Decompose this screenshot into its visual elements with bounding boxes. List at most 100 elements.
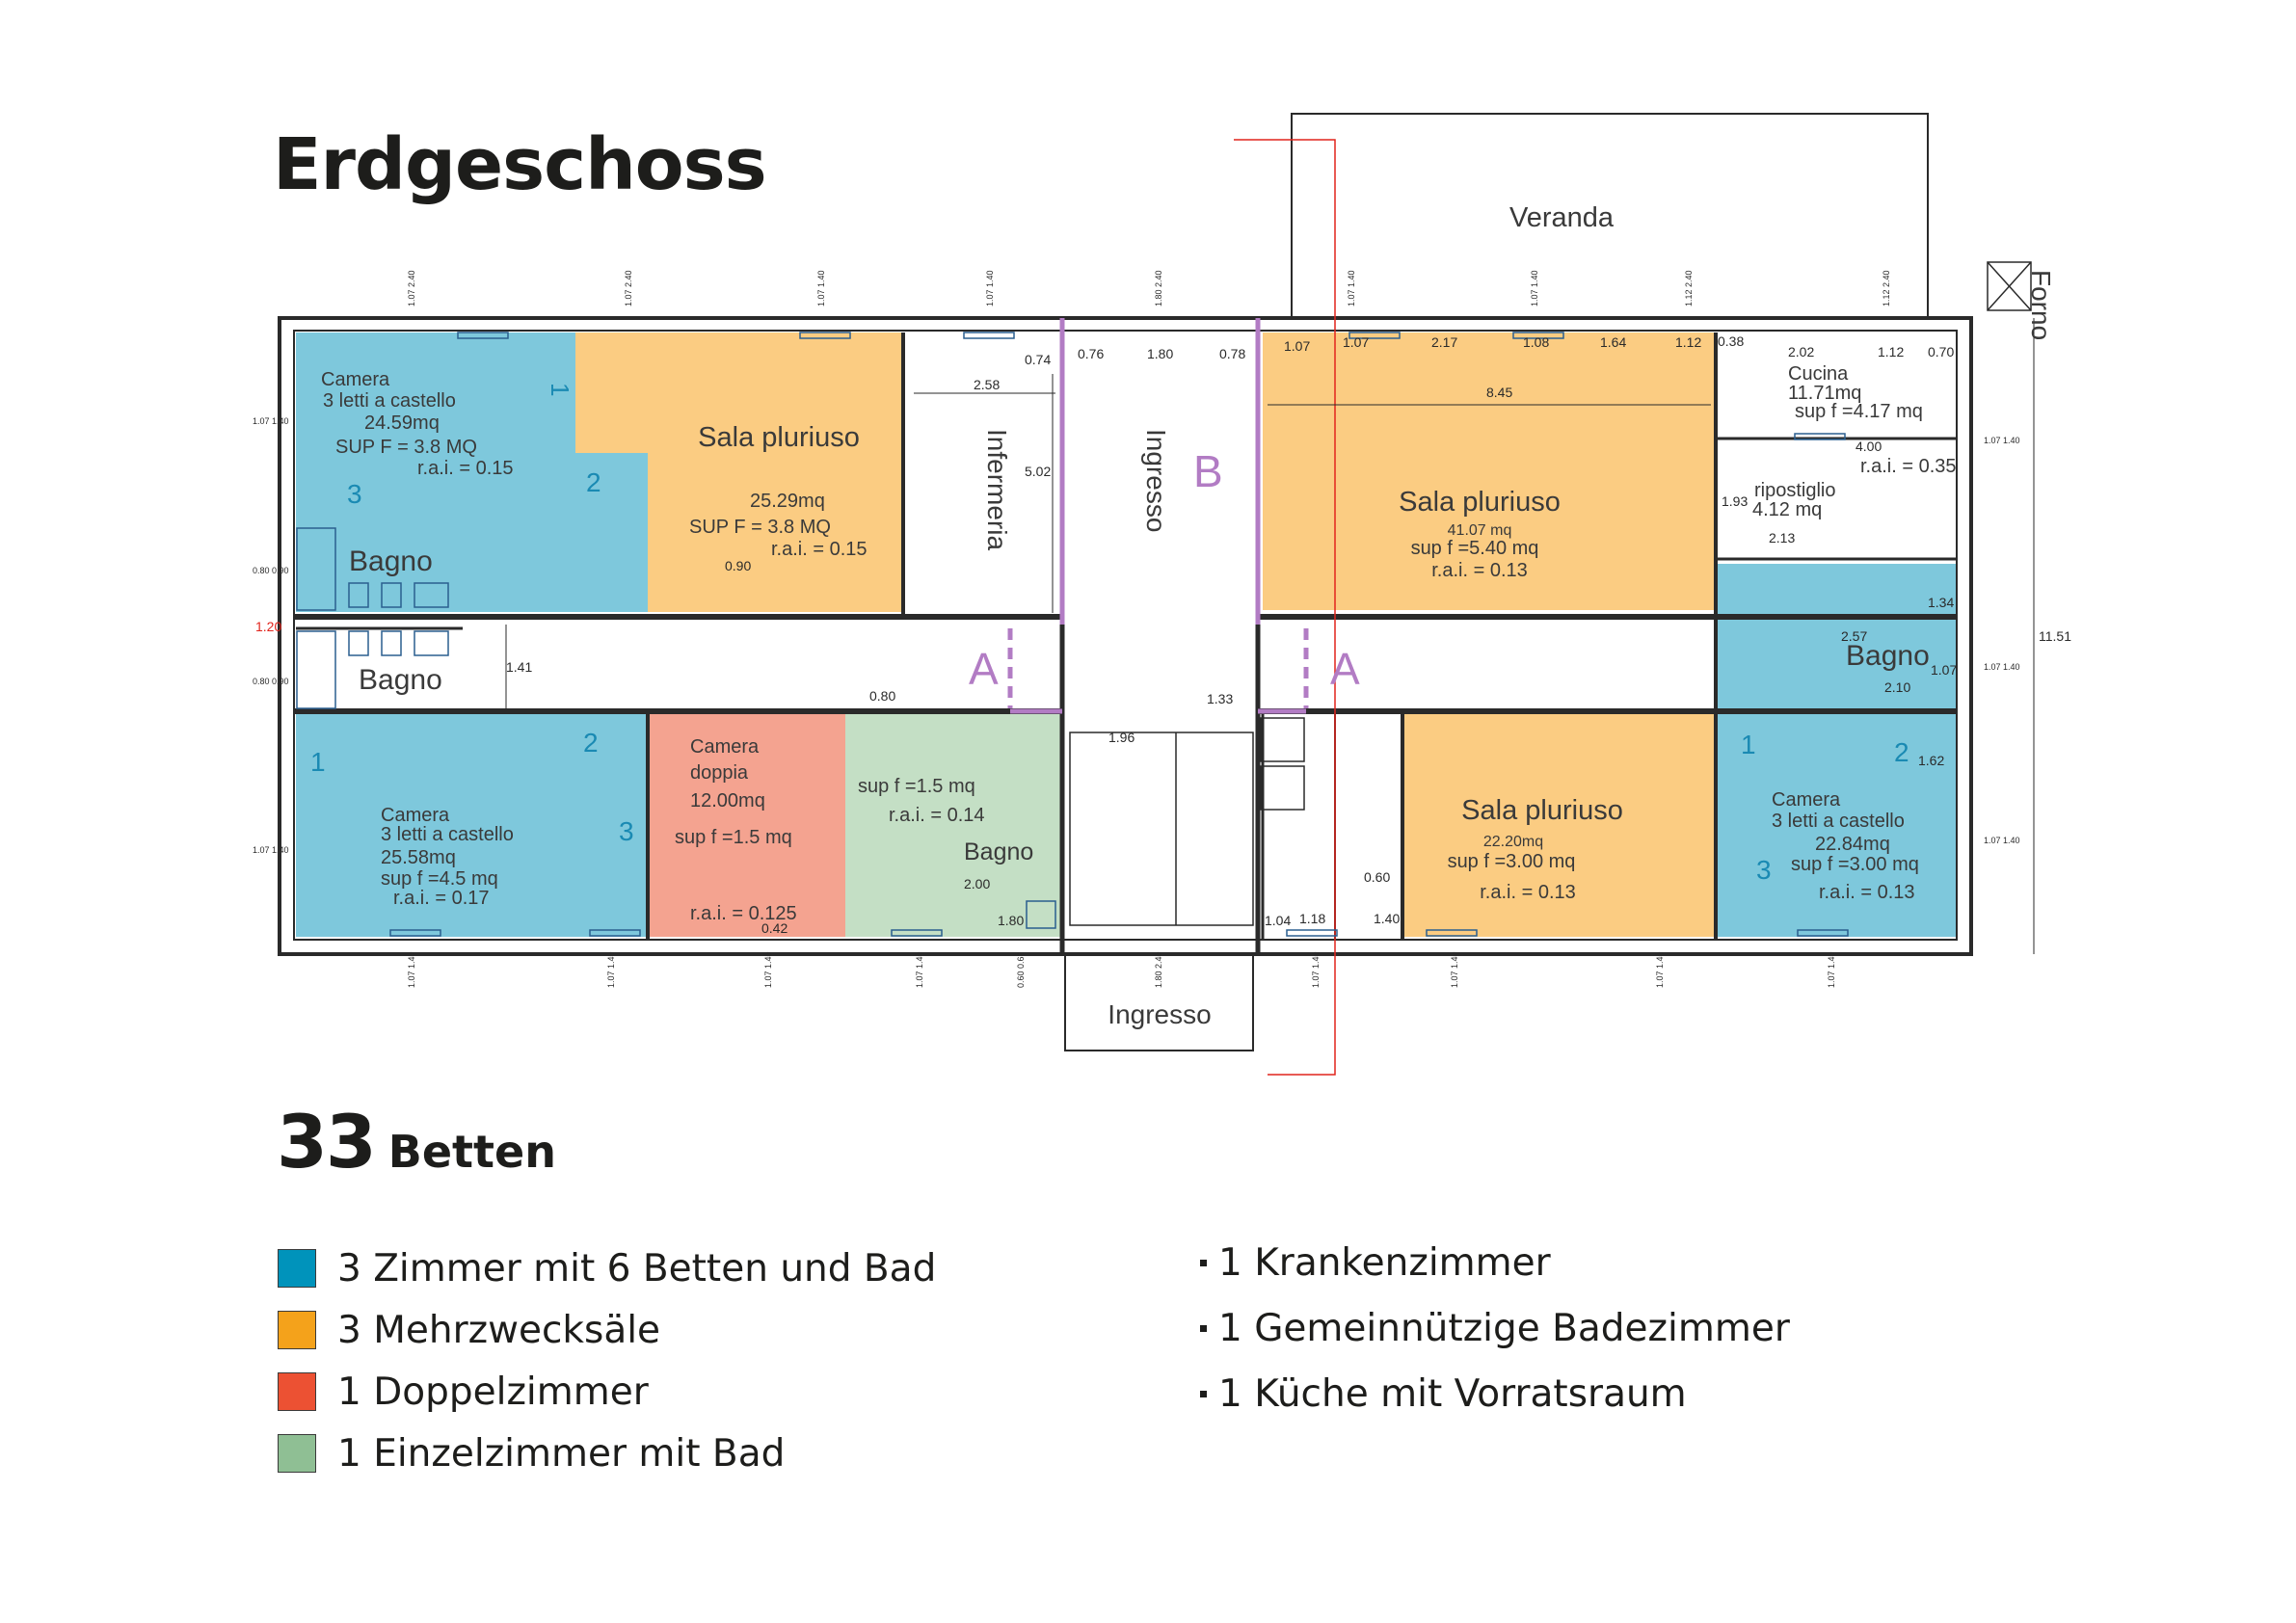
shower-1	[296, 527, 336, 611]
window-mark-12	[1797, 929, 1849, 937]
sala1-fill	[575, 333, 903, 453]
fact-item: 1 Küche mit Vorratsraum	[1200, 1361, 1790, 1426]
opening-label-top-7: 1.12 2.40	[1684, 270, 1694, 306]
dim-162-label: 1.62	[1918, 753, 1944, 768]
dim-180b-label: 1.80	[998, 913, 1024, 928]
doppia-name: Camera	[690, 736, 760, 758]
single-sup: sup f =1.5 mq	[858, 776, 975, 797]
room-r-n3: 3	[1756, 855, 1772, 885]
entrance-bottom-label: Ingresso	[1108, 999, 1211, 1029]
legend-item: 3 Mehrzwecksäle	[278, 1299, 936, 1361]
forno-x2	[1987, 261, 2032, 311]
opening-label-left-3: 1.07 1.40	[253, 845, 289, 855]
cucina-sup: sup f =4.17 mq	[1795, 401, 1923, 422]
opening-label-bottom-3: 1.07 1.40	[915, 951, 924, 988]
sala2-sup: sup f =5.40 mq	[1411, 538, 1539, 559]
forno-label: Forno	[2026, 270, 2056, 340]
section-a-right: A	[1330, 644, 1360, 694]
sala1-rai: r.a.i. = 0.15	[771, 539, 868, 560]
window-mark-10	[1286, 929, 1338, 937]
sala1-area: 25.29mq	[750, 491, 825, 512]
room-tl-beds: 3 letti a castello	[323, 390, 456, 412]
room-bl-beds: 3 letti a castello	[381, 824, 514, 845]
opening-label-bottom-5: 1.80 2.40	[1154, 951, 1163, 988]
opening-label-top-5: 1.07 1.40	[1347, 270, 1356, 306]
bullet-icon	[1200, 1390, 1207, 1397]
toilet-1	[348, 582, 369, 608]
fact-text: 1 Krankenzimmer	[1218, 1240, 1551, 1285]
dim-118-label: 1.18	[1299, 911, 1325, 926]
opening-label-top-0: 1.07 2.40	[407, 270, 416, 306]
page-title: Erdgeschoss	[273, 123, 767, 206]
toilet-2	[348, 630, 369, 656]
sala2-rai: r.a.i. = 0.13	[1431, 560, 1528, 581]
sala3-fill	[1402, 713, 1716, 937]
dimension-values: 2.58 5.02 0.74 0.76 1.80 0.78 1.07 1.07 …	[255, 333, 2071, 936]
dim-193-label: 1.93	[1722, 493, 1748, 509]
dim-080-label: 0.80	[869, 688, 895, 704]
dim-140-label: 1.40	[1374, 911, 1400, 926]
dim-112a-label: 1.12	[1675, 334, 1701, 350]
dim-112b-label: 1.12	[1878, 344, 1904, 359]
cucina-rai: r.a.i. = 0.35	[1860, 456, 1957, 477]
bidet-1	[381, 582, 402, 608]
window-mark-7	[389, 929, 441, 937]
dim-120-label: 1.20	[255, 619, 281, 634]
dim-845-label: 8.45	[1486, 385, 1512, 400]
opening-label-bottom-1: 1.07 1.40	[606, 951, 616, 988]
section-b: B	[1193, 446, 1223, 496]
dim-257-label: 2.57	[1841, 628, 1867, 644]
legend-text: 3 Zimmer mit 6 Betten und Bad	[337, 1246, 937, 1290]
dim-164-label: 1.64	[1600, 334, 1626, 350]
room-tl-fill	[296, 333, 575, 612]
room-tl-name: Camera	[321, 369, 390, 390]
room-tl-n3: 3	[347, 479, 362, 509]
room-bl-area: 25.58mq	[381, 847, 456, 868]
bullet-icon	[1200, 1259, 1207, 1266]
sala2-name: Sala pluriuso	[1399, 487, 1561, 518]
cut-lines	[1234, 139, 1336, 1076]
dim-134-label: 1.34	[1928, 595, 1954, 610]
bullet-icon	[1200, 1324, 1207, 1332]
legend-swatch	[278, 1434, 316, 1473]
fact-item: 1 Gemeinnützige Badezimmer	[1200, 1295, 1790, 1361]
opening-label-bottom-7: 1.07 1.40	[1450, 951, 1459, 988]
window-mark-6	[1794, 433, 1846, 440]
room-tl-n1: 1	[546, 383, 574, 396]
legend-item: 1 Einzelzimmer mit Bad	[278, 1423, 936, 1484]
fact-item: 1 Krankenzimmer	[1200, 1230, 1790, 1295]
opening-label-bottom-9: 1.07 1.40	[1827, 951, 1836, 988]
ripostiglio-name: ripostiglio	[1754, 480, 1835, 501]
room-r-sup: sup f =3.00 mq	[1791, 854, 1919, 875]
single-rai: r.a.i. = 0.14	[889, 805, 985, 826]
legend-swatch	[278, 1249, 316, 1288]
dim-074-label: 0.74	[1025, 352, 1051, 367]
sala3-rai: r.a.i. = 0.13	[1480, 882, 1576, 903]
shower-2	[296, 630, 336, 709]
infirmary-label: Infermeria	[982, 429, 1012, 550]
opening-label-right-0: 1.07 1.40	[1984, 436, 2020, 445]
tub-single	[1026, 900, 1056, 929]
dim-107a-label: 1.07	[1284, 338, 1310, 354]
room-bl-fill	[296, 713, 648, 937]
sink-1	[414, 582, 449, 608]
walls	[278, 113, 1973, 1051]
opening-label-bottom-6: 1.07 1.40	[1311, 951, 1321, 988]
sala2-fill	[1263, 333, 1716, 610]
sala2-area: 41.07 mq	[1448, 522, 1512, 539]
opening-label-right-1: 1.07 1.40	[1984, 662, 2020, 672]
room-bl-rai: r.a.i. = 0.17	[393, 888, 490, 909]
single-bath: Bagno	[964, 838, 1033, 865]
dim-502-label: 5.02	[1025, 464, 1051, 479]
window-mark-3	[963, 332, 1015, 339]
legend-text: 1 Einzelzimmer mit Bad	[337, 1431, 786, 1476]
opening-label-bottom-2: 1.07 1.40	[763, 951, 773, 988]
opening-label-top-4: 1.80 2.40	[1154, 270, 1163, 306]
dim-400-label: 4.00	[1855, 439, 1882, 454]
window-mark-5	[1512, 332, 1564, 339]
room-bl-sup: sup f =4.5 mq	[381, 868, 498, 890]
dim-104-label: 1.04	[1265, 913, 1291, 928]
doppia-rai: r.a.i. = 0.125	[690, 903, 797, 924]
dim-038-label: 0.38	[1718, 333, 1744, 349]
